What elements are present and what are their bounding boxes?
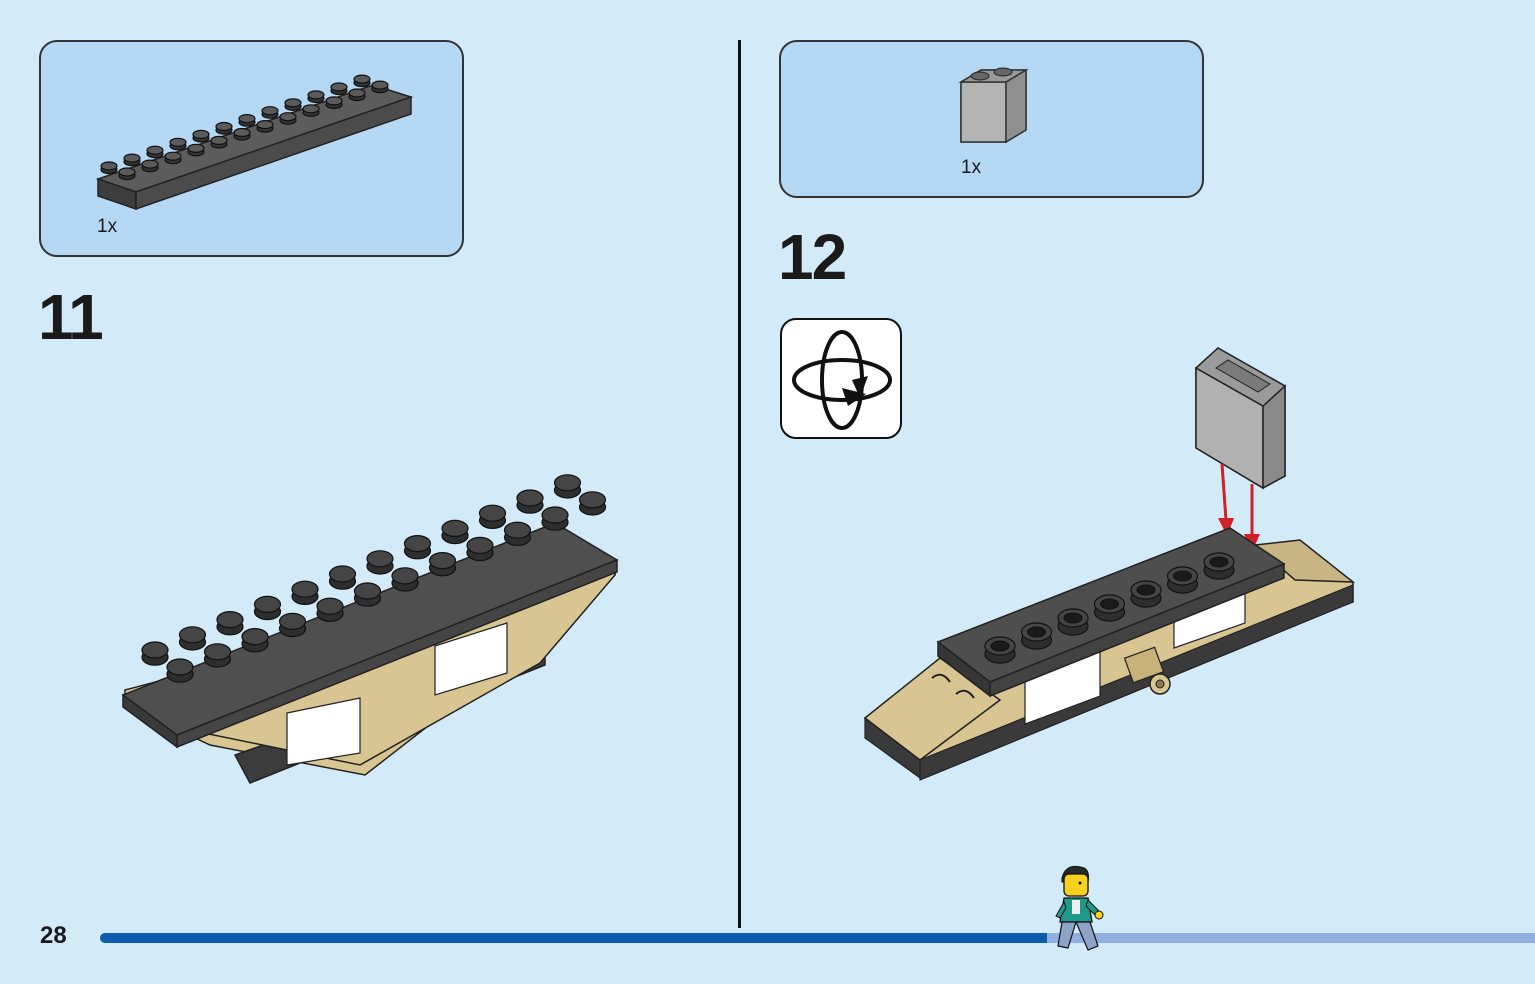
stud-top: [100, 161, 118, 171]
stud-top: [210, 135, 228, 146]
step-11-assembly-illustration: [121, 474, 619, 784]
part-quantity: 1x: [97, 216, 118, 237]
stud-top: [164, 151, 182, 161]
stud-top: [284, 98, 302, 108]
stud-top: [146, 145, 164, 155]
stud-top: [428, 551, 457, 570]
stud-top: [241, 627, 269, 646]
walking-minifigure-icon: [1055, 865, 1104, 951]
stud-top: [371, 80, 389, 90]
stud-top: [141, 159, 159, 169]
step-number: 12: [778, 221, 847, 293]
stud-top: [203, 643, 232, 661]
parts-callout-step-11: 1x: [39, 40, 464, 257]
stud-top: [366, 550, 394, 568]
stud-top: [233, 127, 251, 138]
stud-top: [215, 121, 233, 132]
stud-top: [216, 610, 244, 629]
stud-hole: [1027, 626, 1046, 638]
rotate-model-icon: [780, 318, 902, 439]
stud-top: [141, 641, 169, 659]
stud-hole: [1173, 570, 1192, 582]
step-12-assembly-illustration: [863, 347, 1356, 781]
stud-top: [391, 567, 419, 585]
stud-top: [503, 521, 532, 539]
stud-hole: [1136, 584, 1156, 596]
stud-top: [118, 167, 136, 177]
stud-top: [278, 612, 307, 631]
stud-top: [187, 143, 205, 153]
stud-hole: [1063, 612, 1083, 624]
stud-top: [466, 536, 494, 554]
stud-top: [238, 113, 256, 124]
stud-top: [330, 82, 348, 92]
stud-hole: [990, 640, 1010, 652]
stud-top: [553, 474, 582, 492]
stud-top: [316, 597, 344, 615]
stud-top: [253, 595, 282, 614]
stud-hole: [1100, 598, 1119, 610]
stud-top: [178, 626, 207, 644]
stud-top: [478, 504, 507, 522]
stud-top: [291, 580, 319, 598]
stud-top: [541, 506, 569, 524]
part-quantity: 1x: [961, 157, 982, 178]
stud-top: [307, 90, 325, 100]
stud-top: [261, 106, 279, 116]
stud-top: [353, 74, 371, 84]
stud-top: [169, 137, 187, 147]
stud-top: [348, 88, 366, 98]
stud-top: [302, 104, 320, 114]
stud-top: [441, 519, 469, 537]
stud-top: [516, 489, 544, 507]
stud-top: [256, 119, 274, 130]
stud-top: [353, 582, 382, 600]
stud-hole: [1209, 556, 1229, 568]
parts-callout-step-12: 1x: [779, 40, 1204, 198]
stud-top: [403, 535, 432, 553]
stud-top: [578, 491, 607, 509]
red-down-arrow-icon: [1218, 463, 1260, 552]
stud-top: [325, 96, 343, 106]
build-progress-fill: [100, 933, 1048, 943]
stud-top: [123, 153, 141, 163]
stud-top: [166, 658, 194, 676]
stud-top: [279, 112, 297, 122]
stud-top: [192, 129, 210, 140]
build-progress-bar: [100, 933, 1535, 943]
brick-1x2x2-icon: [958, 67, 1029, 144]
page-number: 28: [40, 922, 67, 949]
page-divider: [738, 40, 741, 928]
step-number: 11: [38, 281, 104, 353]
stud-top: [328, 565, 357, 583]
plate-2x12-icon: [95, 74, 414, 211]
